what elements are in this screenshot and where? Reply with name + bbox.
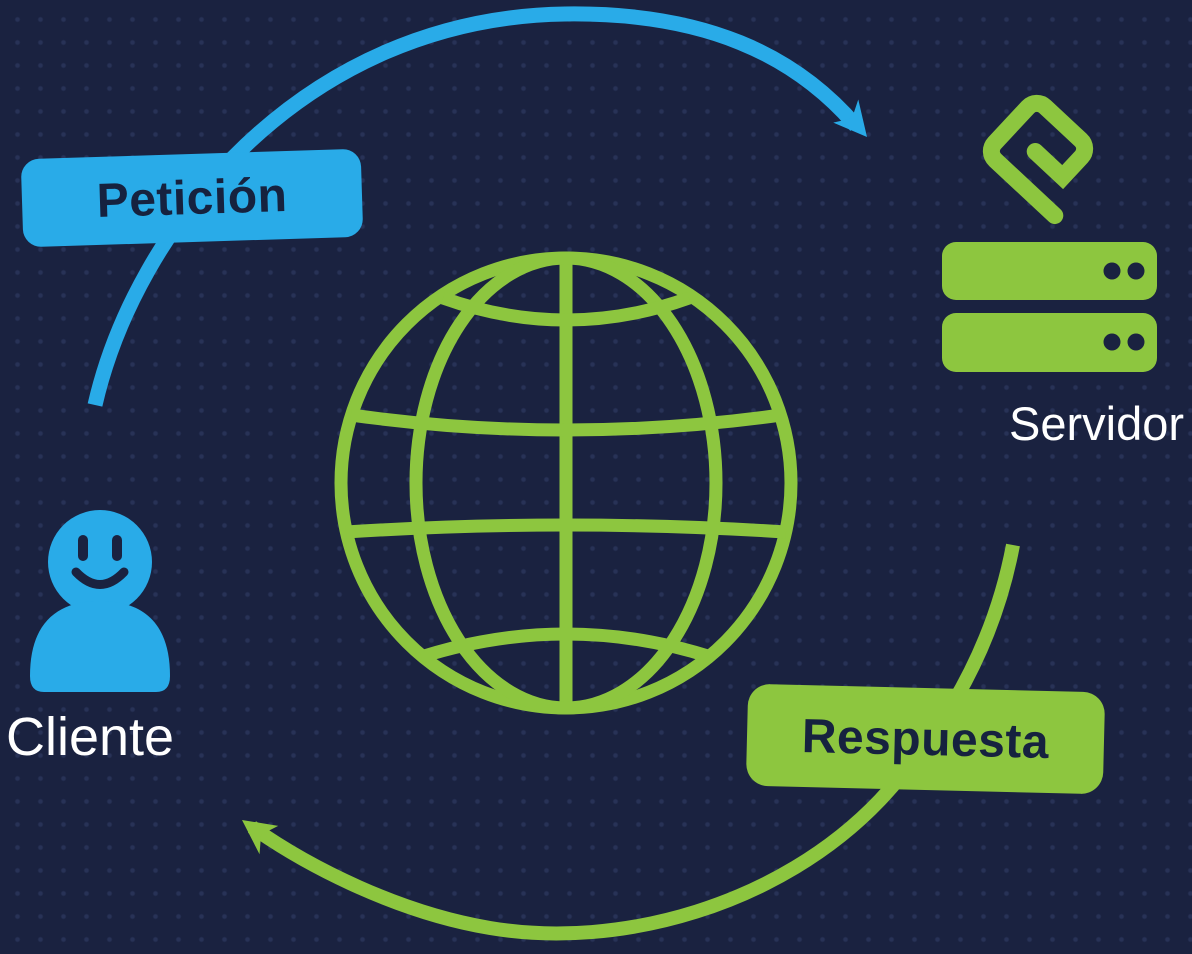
globe-meridian-ellipse (409, 251, 723, 715)
request-arc (87, 6, 862, 407)
request-badge: Petición (20, 148, 364, 248)
server-led (1127, 262, 1145, 280)
server-logo (982, 94, 1094, 225)
server-led (1103, 262, 1121, 280)
globe-latitude-2 (350, 408, 782, 437)
server-rack-bottom (942, 313, 1157, 372)
response-badge: Respuesta (745, 683, 1106, 795)
server-rack-top (942, 242, 1157, 300)
globe-latitude-4 (419, 627, 713, 664)
client-head (48, 510, 152, 614)
client-body (30, 601, 170, 692)
response-arrowhead (242, 820, 279, 855)
client-caption: Cliente (6, 707, 175, 767)
server-stack-icon (942, 94, 1157, 372)
server-caption: Servidor (1008, 397, 1184, 450)
globe-icon (334, 251, 798, 715)
client-person-icon (30, 510, 170, 692)
client-smile (71, 567, 129, 589)
server-led (1103, 333, 1121, 351)
request-arrowhead (833, 99, 867, 137)
request-badge-label: Petición (95, 168, 289, 228)
globe-latitude-3 (345, 518, 787, 539)
server-led (1127, 333, 1145, 351)
response-arrow-icon (242, 543, 1020, 941)
globe-latitude-1 (440, 291, 692, 327)
response-badge-label: Respuesta (801, 709, 1050, 769)
request-arrow-icon (87, 6, 867, 407)
response-arc (247, 543, 1020, 941)
